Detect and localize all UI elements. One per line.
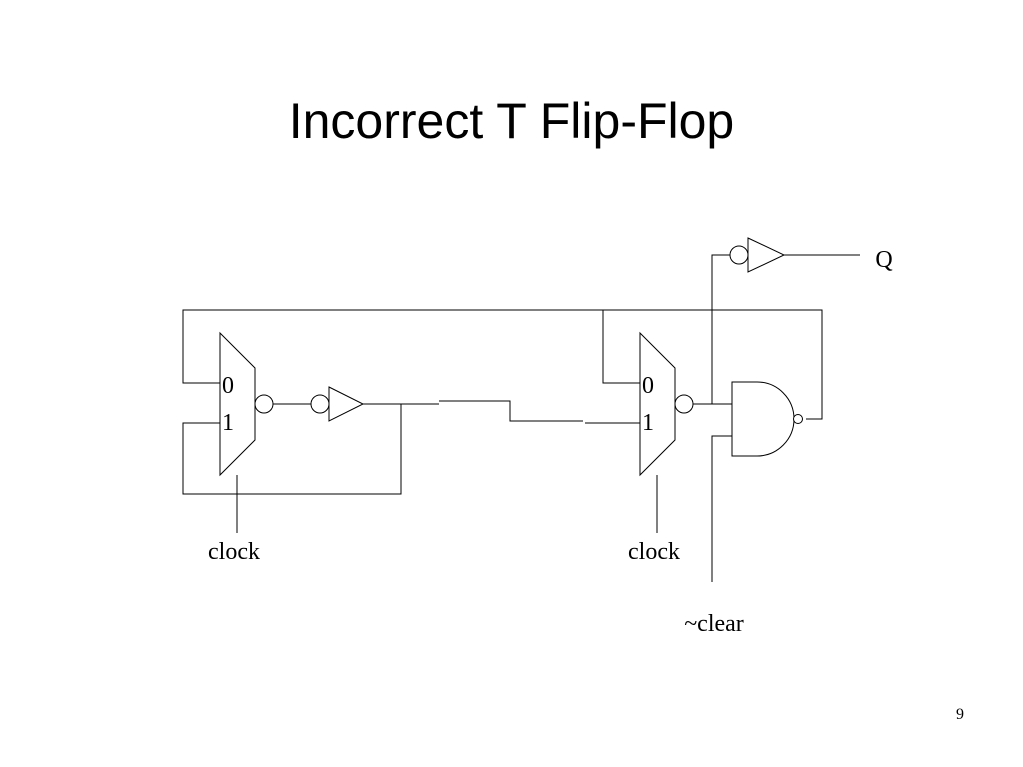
wire-inverter1-out-b <box>439 400 583 422</box>
mux-2-output-bubble <box>674 394 694 414</box>
mux-1-body <box>219 331 256 477</box>
mux-1: 0 1 <box>219 331 274 477</box>
inverter-2-triangle <box>747 237 786 273</box>
mux-2-input-0-label: 0 <box>642 373 654 399</box>
mux-2-select-label: clock <box>628 539 680 565</box>
output-q-label: Q <box>875 247 892 273</box>
nand-gate-body <box>731 381 795 457</box>
wire-feedback-mux1-input1 <box>182 404 402 495</box>
page-number: 9 <box>956 706 964 723</box>
inverter-2 <box>729 237 860 273</box>
nand-gate <box>731 381 803 457</box>
inverter-2-bubble <box>729 245 749 265</box>
clear-label: ~clear <box>684 611 744 637</box>
inverter-1-bubble <box>310 394 330 414</box>
mux-1-output-bubble <box>254 394 274 414</box>
wire-clear-input <box>711 435 732 582</box>
mux-2-body <box>639 331 676 477</box>
mux-1-input-1-label: 1 <box>222 410 234 436</box>
mux-1-select-label: clock <box>208 539 260 565</box>
mux-1-input-0-label: 0 <box>222 373 234 399</box>
nand-gate-bubble <box>793 414 803 424</box>
wire-feedback-top <box>182 309 823 420</box>
slide-title: Incorrect T Flip-Flop <box>288 93 735 149</box>
inverter-1-triangle <box>328 386 365 422</box>
mux-2-input-1-label: 1 <box>642 410 654 436</box>
inverter-1 <box>273 386 365 422</box>
mux-2: 0 1 <box>639 331 694 477</box>
wire-mux2-to-output-inverter <box>711 254 730 404</box>
wire-mux2-input0-feedback <box>602 310 640 384</box>
